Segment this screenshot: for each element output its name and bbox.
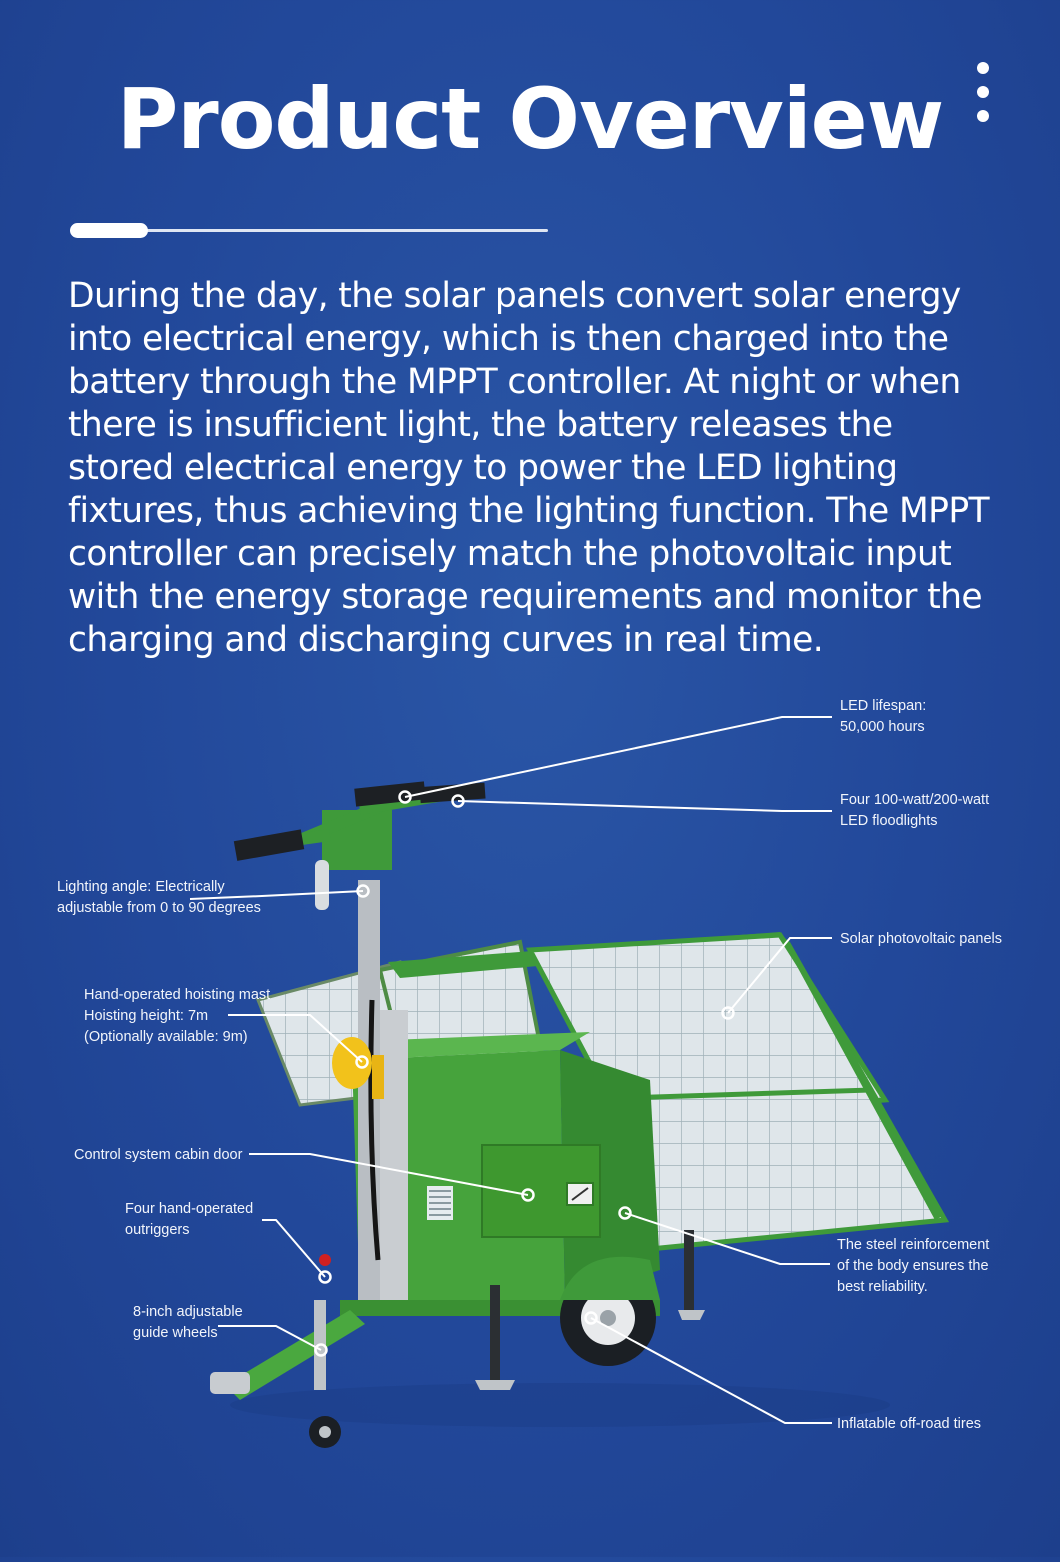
tow-tongue [225, 1310, 365, 1400]
callout-guide-wheels: 8-inch adjustable guide wheels [133, 1304, 243, 1341]
solar-light-tower-illustration [189, 716, 950, 1448]
callout-steel-reinforcement: The steel reinforcement of the body ensu… [837, 1237, 990, 1295]
product-diagram: LED lifespan: 50,000 hours Four 100-watt… [0, 660, 1060, 1557]
callout-hoisting-mast: Hand-operated hoisting mast Hoisting hei… [84, 987, 271, 1045]
callout-outriggers: Four hand-operated outriggers [125, 1201, 254, 1238]
callout-line-cabin-door [249, 1153, 529, 1196]
vertical-dots-icon[interactable] [975, 62, 991, 126]
callout-lighting-angle: Lighting angle: Electrically adjustable … [57, 879, 261, 916]
divider-pill [70, 223, 148, 238]
callout-solar-panels: Solar photovoltaic panels [840, 931, 1003, 947]
callout-line-outriggers [262, 1219, 326, 1278]
callout-lines [189, 716, 832, 1424]
callout-cabin-door: Control system cabin door [74, 1147, 243, 1163]
callout-floodlights: Four 100-watt/200-watt LED floodlights [840, 792, 990, 829]
callout-led-lifespan: LED lifespan: 50,000 hours [840, 698, 927, 735]
callout-line-solar-panels [727, 937, 832, 1014]
winch [332, 1037, 372, 1089]
callout-line-steel [624, 1212, 830, 1265]
callout-line-guide-wheels [218, 1325, 322, 1351]
callout-line-hoisting-mast [228, 1014, 363, 1063]
offroad-tire [560, 1256, 660, 1366]
intro-paragraph: During the day, the solar panels convert… [68, 276, 990, 660]
page-title: Product Overview [116, 70, 945, 168]
callout-tires: Inflatable off-road tires [837, 1416, 982, 1432]
callout-line-tires [590, 1317, 832, 1424]
vent-grille [427, 1186, 453, 1220]
callout-line-lighting-angle [189, 890, 364, 900]
callout-line-led-lifespan [404, 716, 832, 798]
callout-dots [314, 790, 735, 1357]
callout-line-floodlights [457, 800, 832, 812]
divider-line [72, 229, 548, 232]
